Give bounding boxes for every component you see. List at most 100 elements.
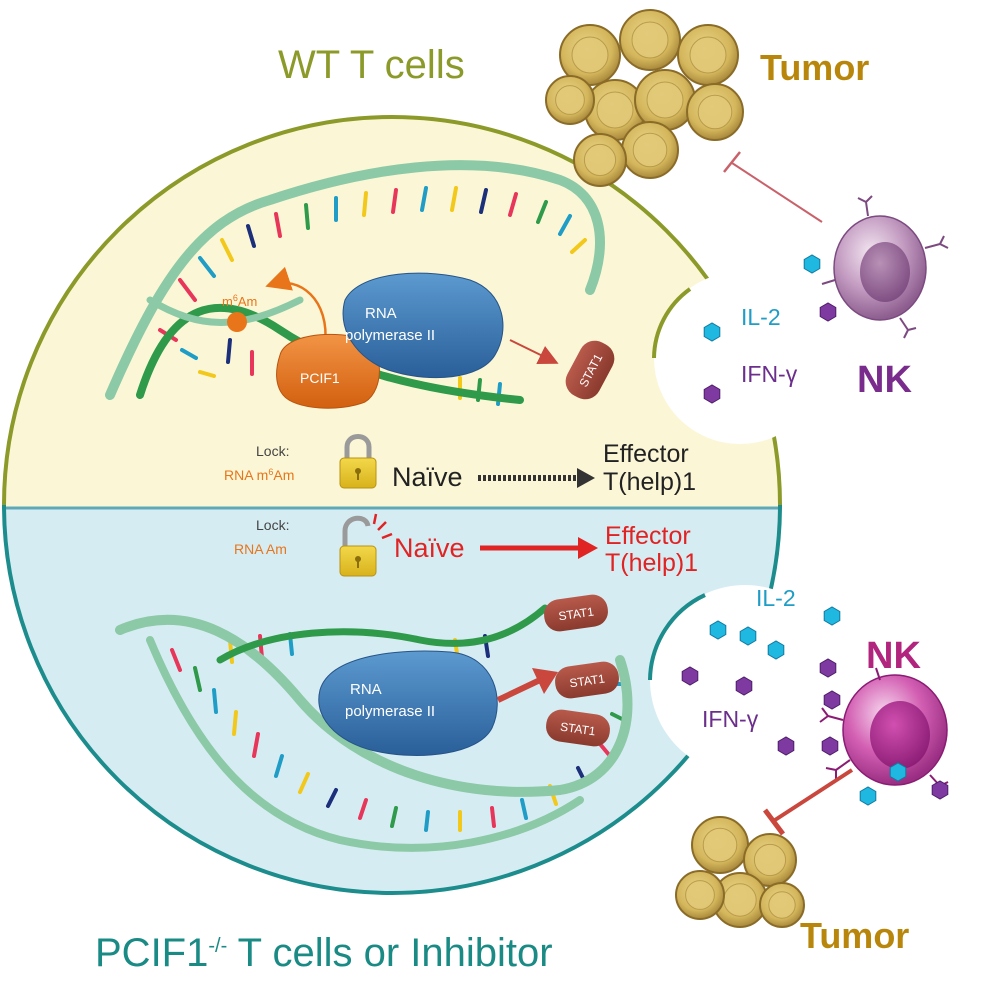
tumor-cell [675, 870, 725, 920]
bottom-red-arrow-head [578, 537, 598, 559]
top-inhibition-bar [723, 151, 741, 173]
dna-rung [358, 798, 368, 820]
bottom-ifn-label: IFN-γ [702, 706, 759, 732]
top-nk-label: NK [857, 359, 912, 401]
dna-rung [198, 370, 216, 378]
top-effector-line2: T(help)1 [603, 468, 696, 496]
dna-rung [570, 238, 587, 254]
dna-rung [212, 688, 218, 714]
top-lock-title: Lock: [256, 443, 289, 459]
dna-rung [508, 192, 518, 217]
tumor-cell [677, 24, 739, 86]
dna-rung [424, 810, 430, 832]
top-dotted-arrow-head [577, 468, 595, 488]
dna-rung [390, 806, 398, 828]
dna-rung [450, 186, 458, 212]
bottom-stat1-arrow-shaft [496, 677, 542, 703]
top-dna-helix [105, 160, 605, 406]
bottom-nk-label: NK [866, 635, 921, 677]
dna-rung [246, 224, 256, 248]
dna-rung [180, 348, 198, 360]
cytokine [823, 690, 841, 710]
dna-rung [304, 203, 310, 230]
bottom-naive-label: Naïve [394, 533, 465, 563]
cytokine [821, 736, 839, 756]
bottom-effector-line1: Effector [605, 522, 691, 550]
cytokine [889, 762, 907, 782]
top-title: WT T cells [278, 43, 465, 87]
cytokine [819, 302, 837, 322]
dna-rung [193, 666, 202, 692]
bottom-dna-backbone-dark [216, 604, 549, 664]
top-il2-label: IL-2 [741, 304, 781, 330]
bottom-dna-backbone-lower [146, 636, 584, 852]
cytokine [703, 384, 721, 404]
bottom-pol-line1: RNA [350, 681, 382, 698]
bottom-tumor-label: Tumor [800, 915, 909, 956]
dna-rung [558, 214, 572, 236]
tumor-cell [686, 83, 744, 141]
tumor-cell [619, 9, 681, 71]
dna-rung [362, 191, 368, 217]
top-pol-line1: RNA [365, 305, 397, 322]
bottom-dna-backbone-upper [115, 614, 633, 797]
tumor-cell [634, 69, 696, 131]
cytokine [931, 780, 949, 800]
top-notch [654, 272, 826, 444]
dna-rung [178, 278, 197, 302]
tumor-cell [743, 833, 797, 887]
dna-rung [520, 798, 528, 820]
dna-rung [420, 186, 428, 212]
bottom-pol-line2: polymerase II [345, 703, 435, 720]
top-notch-rim [652, 287, 692, 359]
pcif1-label: PCIF1 [300, 370, 340, 386]
dna-rung [170, 648, 182, 672]
bottom-nk-cell [819, 667, 949, 797]
dna-rung [226, 338, 232, 364]
bottom-lock-value: RNA Am [234, 541, 287, 557]
stat1-3: STAT1 [546, 709, 610, 747]
dna-rung [232, 710, 238, 736]
top-inhibition-line [731, 162, 823, 223]
dna-rung [536, 200, 548, 224]
bottom-tumor-cluster [675, 816, 805, 928]
bottom-rna-polymerase: RNA polymerase II [318, 650, 498, 756]
dna-rung [274, 212, 282, 238]
cytokine [681, 666, 699, 686]
bottom-effector-line2: T(help)1 [605, 549, 698, 577]
cytokine [777, 736, 795, 756]
bottom-notch-rim [648, 593, 706, 681]
tumor-cell [545, 75, 595, 125]
dna-rung [326, 788, 338, 808]
top-pol-line2: polymerase II [345, 327, 435, 344]
dna-rung [198, 256, 216, 278]
dna-rung [252, 732, 260, 758]
cytokine [859, 786, 877, 806]
top-stat1: STAT1 [565, 340, 615, 400]
m6am-arrow [265, 266, 327, 346]
top-stat1-arrow [509, 339, 559, 364]
dna-rung [274, 754, 284, 778]
tumor-cell [559, 24, 621, 86]
top-tumor-cluster [545, 9, 744, 187]
tumor-cell [712, 872, 768, 928]
top-rna-polymerase: RNA polymerase II [342, 272, 504, 379]
bottom-dna-helix [115, 604, 633, 852]
pcif1-protein: PCIF1 [276, 333, 380, 409]
cytokine [735, 676, 753, 696]
cytokine [823, 606, 841, 626]
dna-rung [298, 772, 310, 794]
bottom-cytokines [681, 606, 949, 806]
bottom-inhibition-line [773, 768, 854, 822]
tumor-cell [691, 816, 749, 874]
cytokine [703, 322, 721, 342]
dna-rung [598, 742, 612, 758]
top-nk-cell [821, 195, 949, 339]
cytokine [803, 254, 821, 274]
top-cytokines [703, 254, 837, 404]
tumor-cell [584, 79, 646, 141]
tumor-cell [621, 121, 679, 179]
top-dna-rungs [158, 186, 587, 406]
top-naive-label: Naïve [392, 462, 463, 492]
